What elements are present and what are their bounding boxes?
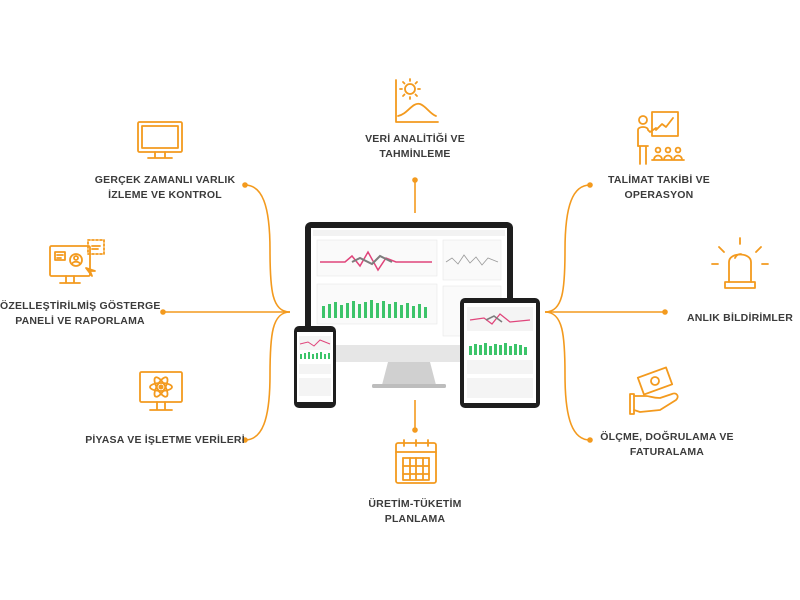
- connector-left-mid-dot: [160, 309, 166, 315]
- node-label-mid-left: ÖZELLEŞTİRİLMİŞ GÖSTERGE PANELİ VE RAPOR…: [0, 299, 160, 329]
- node-label-bottom-line-1: ÜRETİM-TÜKETİM: [368, 498, 462, 510]
- connector-top-dot: [412, 177, 418, 183]
- connector-left-top: [244, 184, 291, 313]
- node-label-mid-left-line-2: PANELİ VE RAPORLAMA: [15, 315, 145, 327]
- node-label-bottom-left: PİYASA VE İŞLETME VERİLERİ: [80, 433, 250, 448]
- node-label-top-left-line-2: İZLEME VE KONTROL: [108, 189, 222, 201]
- node-label-top-left-line-1: GERÇEK ZAMANLI VARLIK: [94, 174, 236, 186]
- presentation-icon: [637, 111, 685, 165]
- node-label-top-right-line-1: TALİMAT TAKİBİ VE: [608, 174, 710, 186]
- node-label-bottom-right-line-1: ÖLÇME, DOĞRULAMA VE: [600, 431, 734, 443]
- node-label-bottom-line-2: PLANLAMA: [384, 513, 446, 525]
- node-label-top-line-2: TAHMİNLEME: [379, 148, 451, 160]
- connector-left-top-dot: [242, 182, 248, 188]
- connector-right-top-dot: [587, 182, 593, 188]
- connector-left-bottom: [244, 311, 291, 441]
- alarm-light-icon: [711, 237, 769, 289]
- tablet: [460, 298, 540, 408]
- node-label-bottom: ÜRETİM-TÜKETİM PLANLAMA: [340, 497, 490, 527]
- devices-illustration: [294, 222, 540, 408]
- node-label-bottom-left-line-1: PİYASA VE İŞLETME VERİLERİ: [85, 434, 245, 446]
- connectors: [160, 177, 668, 443]
- connector-right-mid-dot: [662, 309, 668, 315]
- node-label-top: VERİ ANALİTİĞİ VE TAHMİNLEME: [340, 132, 490, 162]
- calendar-icon: [395, 439, 437, 484]
- node-label-top-line-1: VERİ ANALİTİĞİ VE: [365, 133, 465, 145]
- connector-right-bottom-dot: [587, 437, 593, 443]
- node-label-mid-right: ANLIK BİLDİRİMLER: [680, 311, 800, 326]
- node-label-bottom-right-line-2: FATURALAMA: [629, 446, 705, 458]
- node-label-top-right-line-2: OPERASYON: [624, 189, 694, 201]
- node-label-top-right: TALİMAT TAKİBİ VE OPERASYON: [594, 173, 724, 203]
- dashboard-user-icon: [49, 239, 105, 284]
- connector-right-top: [544, 184, 591, 313]
- sun-chart-icon: [395, 78, 439, 123]
- connector-right-bottom: [544, 311, 591, 441]
- node-label-bottom-right: ÖLÇME, DOĞRULAMA VE FATURALAMA: [592, 430, 742, 460]
- monitor-icon: [137, 121, 183, 159]
- node-label-mid-right-line-1: ANLIK BİLDİRİMLER: [686, 312, 794, 324]
- node-label-top-left: GERÇEK ZAMANLI VARLIK İZLEME VE KONTROL: [85, 173, 245, 203]
- smartphone: [294, 326, 336, 408]
- connector-bottom-dot: [412, 427, 418, 433]
- money-hand-icon: [629, 366, 679, 415]
- node-label-mid-left-line-1: ÖZELLEŞTİRİLMİŞ GÖSTERGE: [0, 300, 161, 312]
- atom-monitor-icon: [139, 371, 183, 411]
- connector-left-bottom-dot: [242, 437, 248, 443]
